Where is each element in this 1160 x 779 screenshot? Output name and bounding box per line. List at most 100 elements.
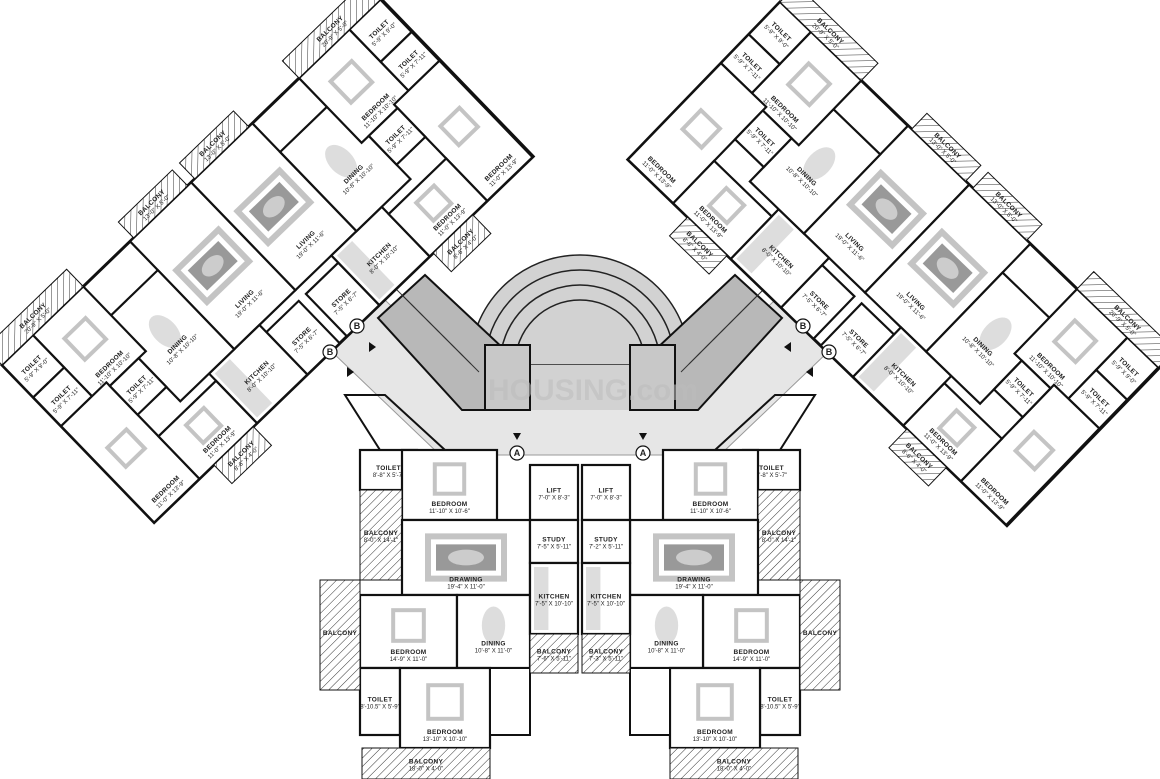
room-size: 8'-0" X 14'-1" <box>364 538 399 544</box>
sofa-set-icon <box>845 168 928 250</box>
sofa-set-icon <box>653 533 735 582</box>
room-size: 13'-10" X 10'-10" <box>693 737 738 743</box>
bed-icon <box>696 683 734 721</box>
balcony-outline <box>972 171 1043 241</box>
table-icon <box>448 549 484 566</box>
dining-table-icon <box>325 144 358 178</box>
stair-step <box>458 351 480 373</box>
marker-circle <box>509 445 525 461</box>
counter-icon <box>858 332 917 392</box>
balcony-outline <box>581 633 631 674</box>
room-name: BALCONY <box>323 630 358 637</box>
toilet-outline <box>108 356 168 417</box>
room-size: 11'-10" X 10'-6" <box>429 509 470 515</box>
room-name: TOILET <box>759 465 784 472</box>
room-size: 14'-9" X 11'-0" <box>733 657 770 663</box>
lift-shaft-left <box>484 344 531 411</box>
room-size: 18'-0" X 4'-0" <box>409 767 444 773</box>
lift-shaft-right <box>629 344 676 411</box>
room-name: BEDROOM <box>431 501 467 508</box>
room-name: BEDROOM <box>733 649 769 656</box>
entry-arrow-icon <box>639 433 647 440</box>
room-size: 7'-5" X 5'-11" <box>537 545 571 551</box>
balcony-outline <box>757 489 801 581</box>
dining-table-icon <box>979 317 1012 351</box>
room-size: 11'-10" X 10'-6" <box>690 509 731 515</box>
balcony-outline <box>281 0 382 79</box>
dining-table-icon <box>148 315 181 348</box>
room-size: 7'-0" X 8'-3" <box>590 496 621 502</box>
dining-table-icon <box>481 606 506 645</box>
amphitheatre-step <box>499 284 661 366</box>
bed-icon <box>327 58 375 106</box>
bed-icon <box>437 104 481 149</box>
marker-label: A <box>640 448 647 458</box>
room-name: BEDROOM <box>390 649 426 656</box>
bed-icon <box>391 608 426 643</box>
marker-circle <box>349 318 365 334</box>
balcony-outline <box>668 216 728 275</box>
room-name: DINING <box>654 641 679 648</box>
section-marker-b: B <box>349 318 365 334</box>
lift-outline <box>580 463 632 522</box>
dining-table-icon <box>654 606 679 645</box>
section-marker-a: A <box>509 445 525 461</box>
central-lobby <box>329 254 831 456</box>
entry-arrow-icon <box>369 342 376 352</box>
study-outline <box>528 518 580 565</box>
room-size: 8'-10.5" X 5'-9" <box>760 705 800 711</box>
entry-arrow-icon <box>784 342 791 352</box>
counter-icon <box>586 567 601 630</box>
balcony-outline <box>529 633 579 674</box>
room-name: BALCONY <box>762 530 797 537</box>
table-icon <box>936 257 959 279</box>
marker-label: B <box>800 321 807 331</box>
room-name: STUDY <box>542 537 566 544</box>
study-outline <box>580 518 632 565</box>
entry-arrow-icon <box>347 367 354 377</box>
room-name: BALCONY <box>803 630 838 637</box>
room-name: BEDROOM <box>692 501 728 508</box>
balcony-outline <box>117 169 189 239</box>
bed-icon <box>413 182 455 224</box>
room-size: 8'-10.5" X 5'-9" <box>360 705 400 711</box>
room-size: 14'-9" X 11'-0" <box>390 657 427 663</box>
room-name: BALCONY <box>409 759 444 766</box>
room-size: 7'-0" X 8'-3" <box>538 496 569 502</box>
table-icon <box>676 549 712 566</box>
bed-icon <box>785 60 833 108</box>
room-size: 13'-10" X 10'-10" <box>423 737 468 743</box>
bathroom <box>629 667 671 736</box>
marker-label: B <box>826 347 833 357</box>
room-name: TOILET <box>768 697 793 704</box>
room-size: 8'-8" X 5'-7" <box>756 473 787 479</box>
room-name: BALCONY <box>364 530 399 537</box>
bed-icon <box>183 405 224 446</box>
balcony-outline <box>669 747 799 779</box>
balcony-outline <box>799 579 841 691</box>
room-size: 7'-5" X 10'-10" <box>535 602 573 608</box>
